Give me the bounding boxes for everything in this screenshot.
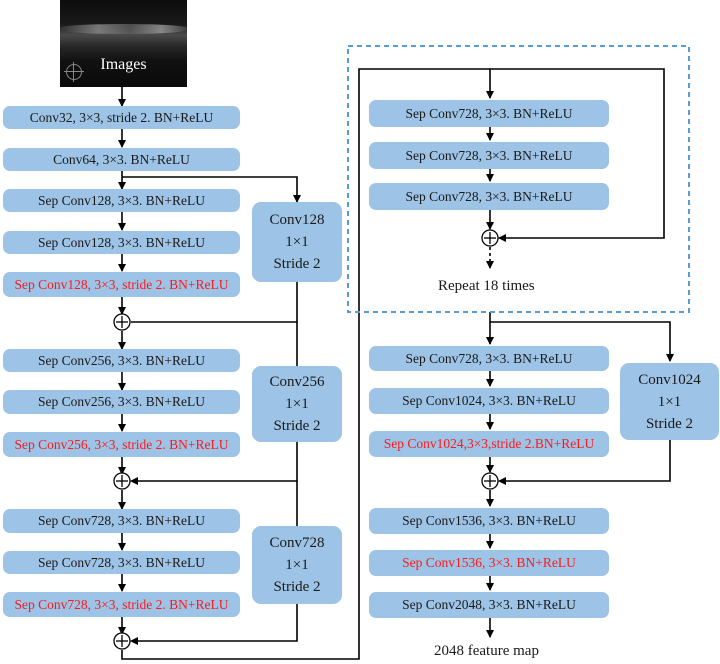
input-image: Images [60,0,187,87]
sep-conv128-layer-1: Sep Conv128, 3×3. BN+ReLU [3,189,240,212]
input-image-label: Images [100,56,147,73]
exit-sep-conv728: Sep Conv728, 3×3. BN+ReLU [369,346,609,371]
shortcut-conv128-kernel: 1×1 [285,234,309,250]
shortcut-conv728-stride: Stride 2 [273,579,321,595]
shortcut-conv1024-name: Conv1024 [638,371,701,388]
shortcut-conv728-name: Conv728 [269,535,325,551]
shortcut-conv1024: Conv1024 1×1 Stride 2 [620,363,719,440]
repeat-label: Repeat 18 times [438,278,535,294]
sep-conv128-layer-2: Sep Conv128, 3×3. BN+ReLU [3,231,240,254]
shortcut-conv728: Conv728 1×1 Stride 2 [252,526,342,604]
sep-conv256-stride-layer: Sep Conv256, 3×3, stride 2. BN+ReLU [3,432,240,457]
retina-band [60,24,187,34]
sep-conv728-stride-layer: Sep Conv728, 3×3, stride 2. BN+ReLU [3,592,240,617]
shortcut-conv256-stride: Stride 2 [273,418,321,434]
shortcut-conv128-stride: Stride 2 [273,256,321,272]
middle-sep-conv728-1: Sep Conv728, 3×3. BN+ReLU [369,100,609,127]
crosshair-icon [64,62,84,82]
middle-flow-frame [347,45,690,313]
shortcut-conv1024-kernel: 1×1 [657,393,682,410]
conv64-layer: Conv64, 3×3. BN+ReLU [3,148,240,171]
exit-sep-conv1024: Sep Conv1024, 3×3. BN+ReLU [369,388,609,414]
shortcut-conv256-name: Conv256 [269,374,325,390]
exit-sep-conv1536-2: Sep Conv1536, 3×3. BN+ReLU [369,550,609,576]
shortcut-conv128-name: Conv128 [269,212,325,228]
sep-conv256-layer-1: Sep Conv256, 3×3. BN+ReLU [3,349,240,372]
shortcut-conv256: Conv256 1×1 Stride 2 [252,366,342,442]
output-label: 2048 feature map [434,643,539,659]
shortcut-conv128: Conv128 1×1 Stride 2 [252,202,342,282]
exit-sep-conv1536-1: Sep Conv1536, 3×3. BN+ReLU [369,508,609,534]
exit-sep-conv1024-stride: Sep Conv1024,3×3,stride 2.BN+ReLU [369,431,609,457]
exit-sep-conv2048: Sep Conv2048, 3×3. BN+ReLU [369,592,609,618]
middle-sep-conv728-3: Sep Conv728, 3×3. BN+ReLU [369,183,609,210]
sep-conv128-stride-layer: Sep Conv128, 3×3, stride 2. BN+ReLU [3,272,240,297]
shortcut-conv256-kernel: 1×1 [285,396,309,412]
sep-conv728-layer-1: Sep Conv728, 3×3. BN+ReLU [3,509,240,533]
sep-conv728-layer-2: Sep Conv728, 3×3. BN+ReLU [3,551,240,574]
middle-sep-conv728-2: Sep Conv728, 3×3. BN+ReLU [369,142,609,169]
conv32-layer: Conv32, 3×3, stride 2. BN+ReLU [3,106,240,129]
sep-conv256-layer-2: Sep Conv256, 3×3. BN+ReLU [3,390,240,414]
shortcut-conv1024-stride: Stride 2 [645,415,694,432]
shortcut-conv728-kernel: 1×1 [285,557,309,573]
